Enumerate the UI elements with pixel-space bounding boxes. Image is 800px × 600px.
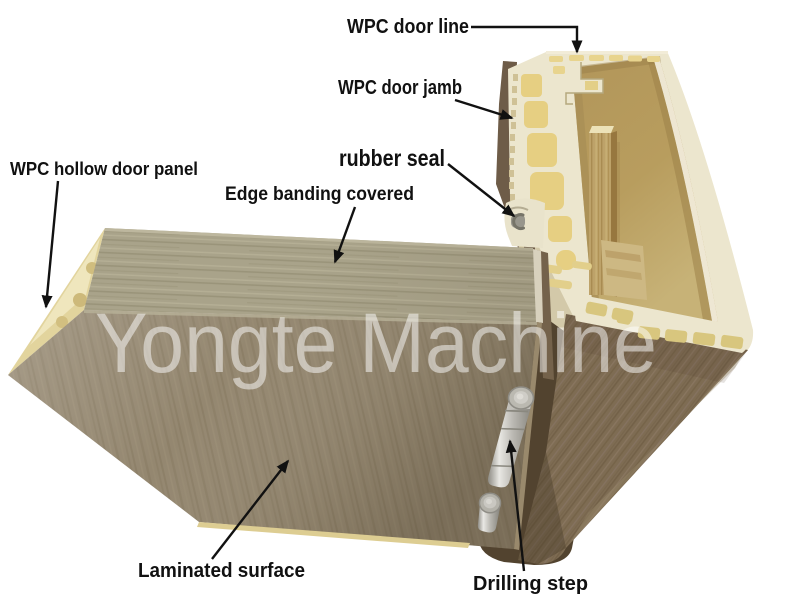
svg-text:WPC door line: WPC door line — [347, 16, 469, 38]
svg-text:WPC hollow door panel: WPC hollow door panel — [10, 159, 198, 179]
svg-text:Laminated surface: Laminated surface — [138, 560, 305, 582]
svg-text:rubber seal: rubber seal — [339, 145, 445, 171]
svg-text:Yongte Machine: Yongte Machine — [95, 296, 657, 390]
svg-text:Edge banding covered: Edge banding covered — [225, 183, 414, 205]
svg-text:Drilling step: Drilling step — [473, 573, 588, 595]
svg-text:WPC door jamb: WPC door jamb — [338, 77, 462, 99]
